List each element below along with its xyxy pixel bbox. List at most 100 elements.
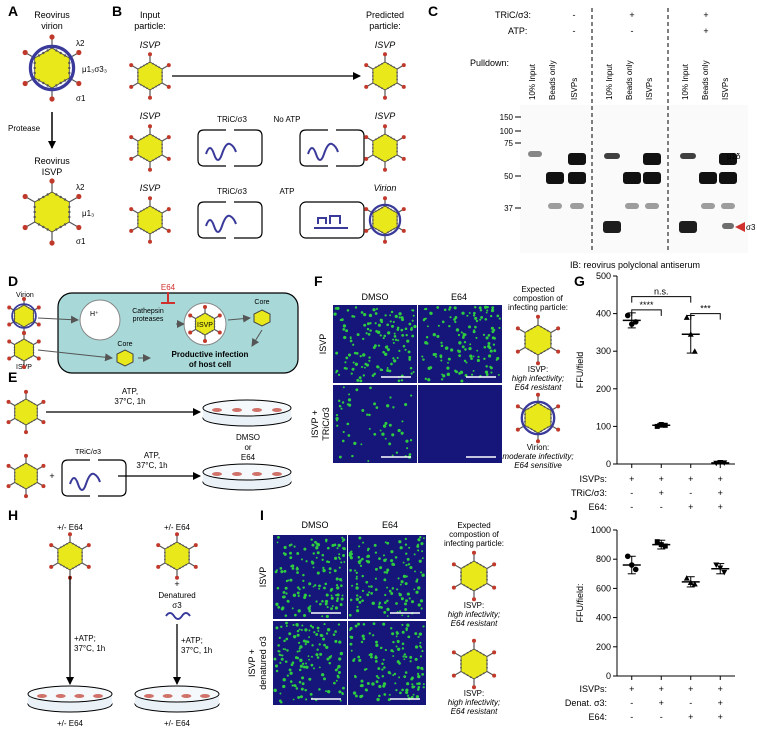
infected-focus [386, 568, 390, 572]
capsid-protein [59, 225, 62, 229]
infected-focus [288, 544, 292, 547]
infected-focus [284, 648, 287, 651]
infected-focus [325, 645, 329, 650]
infected-focus [406, 592, 410, 596]
spike-head [536, 361, 540, 366]
blot-band [603, 221, 621, 233]
infected-focus [377, 366, 380, 369]
infected-focus [417, 603, 421, 607]
infected-focus [391, 632, 395, 636]
infected-focus [420, 542, 424, 546]
dish-rim [134, 685, 220, 703]
blot-caption: IB: reovirus polyclonal antiserum [570, 260, 700, 270]
infected-focus [372, 634, 375, 637]
infected-focus [325, 593, 329, 597]
capsid-protein [68, 210, 71, 214]
infected-focus [409, 439, 413, 442]
spike-head [515, 326, 520, 331]
micrograph-background [418, 385, 502, 463]
data-point [713, 562, 720, 569]
infected-focus [484, 370, 489, 374]
micrograph-background [348, 535, 426, 619]
data-point [717, 565, 724, 571]
infected-focus [383, 693, 387, 696]
significance-bracket [690, 313, 721, 320]
infected-focus [487, 342, 491, 345]
chamber-open [197, 201, 263, 239]
infected-focus [448, 306, 452, 309]
infected-focus [354, 569, 357, 572]
capsid-protein [182, 565, 184, 568]
infected-focus [316, 626, 320, 630]
blot-band [604, 153, 620, 159]
infected-focus [474, 316, 478, 320]
condition-value: + [659, 698, 664, 708]
capsid-protein [164, 551, 166, 554]
core-capsid [524, 402, 552, 434]
infected-focus [374, 312, 378, 315]
panel-label-h: H [8, 507, 18, 523]
infected-focus [366, 327, 370, 331]
infected-focus [414, 632, 418, 636]
infected-focus [405, 552, 408, 555]
infected-focus [280, 625, 283, 629]
infected-focus [440, 378, 444, 381]
infected-focus [414, 657, 418, 661]
spike-head [175, 575, 179, 580]
folded-sigma3 [314, 215, 348, 229]
infected-focus [384, 601, 387, 604]
infected-focus [360, 365, 364, 369]
spike-head [556, 404, 561, 409]
spike-head [156, 543, 161, 548]
data-point [721, 569, 728, 576]
infected-focus [357, 622, 361, 626]
capsid-protein [206, 313, 209, 316]
capsid-protein [393, 66, 395, 69]
spike-head [22, 365, 26, 370]
infected-focus [482, 333, 486, 336]
infected-focus [326, 628, 331, 632]
infected-focus [311, 561, 315, 565]
capsid-protein [140, 138, 142, 141]
dish-cell [181, 694, 192, 698]
spike-head [76, 49, 82, 56]
infected-focus [368, 413, 371, 417]
infected-focus [382, 424, 387, 428]
capsid-protein [387, 231, 389, 234]
spike-head [401, 228, 406, 233]
infected-focus [350, 552, 354, 556]
infected-focus [392, 320, 395, 324]
row3-input-particle [129, 196, 171, 244]
infected-focus [397, 379, 401, 383]
chamber-open [299, 129, 365, 167]
capsid-protein [543, 350, 546, 353]
i-desc2: ISVP: [464, 689, 484, 698]
capsid-protein [372, 71, 374, 74]
infected-focus [408, 358, 411, 361]
infected-focus [373, 344, 377, 348]
infected-focus [336, 306, 340, 310]
infected-focus [422, 683, 425, 686]
e-bottom-particle [6, 453, 46, 499]
infected-focus [302, 639, 306, 643]
infected-focus [483, 346, 487, 349]
infected-focus [304, 643, 307, 646]
infected-focus [472, 369, 475, 372]
infected-focus [341, 594, 344, 597]
infected-focus [485, 336, 489, 340]
infected-focus [311, 625, 315, 629]
capsid-protein [16, 342, 18, 344]
capsid-protein [550, 413, 552, 416]
infected-focus [334, 556, 338, 560]
lane-label: ISVPs [645, 78, 654, 100]
capsid-protein [37, 198, 41, 201]
infected-focus [417, 674, 421, 679]
infected-focus [457, 333, 461, 337]
infected-focus [417, 549, 420, 552]
infected-focus [472, 314, 476, 317]
infected-focus [427, 378, 431, 382]
infected-focus [406, 682, 410, 686]
capsid-protein [20, 339, 23, 342]
capsid-protein [158, 138, 160, 141]
capsid-protein [469, 561, 472, 564]
